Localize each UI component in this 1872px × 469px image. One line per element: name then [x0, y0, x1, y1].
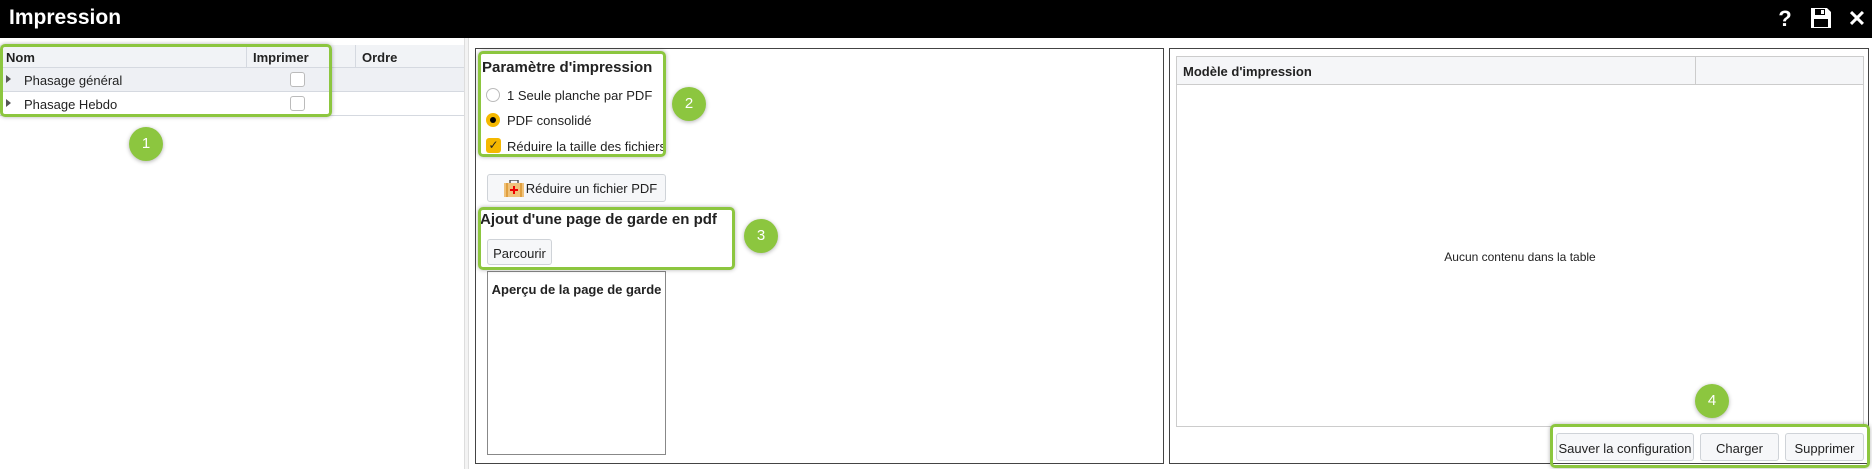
help-icon[interactable]: ? [1778, 6, 1792, 31]
print-settings-title: Paramètre d'impression [482, 59, 653, 76]
column-header-imprimer[interactable]: Imprimer [247, 45, 356, 68]
reduce-size-checkbox[interactable]: ✓ [486, 138, 501, 153]
column-header-nom[interactable]: Nom [0, 45, 247, 68]
browse-button[interactable]: Parcourir [487, 239, 552, 265]
delete-button[interactable]: Supprimer [1785, 433, 1864, 461]
column-header-ordre[interactable]: Ordre [356, 45, 466, 68]
expand-arrow-icon[interactable] [6, 75, 11, 83]
highlight-2 [478, 51, 666, 157]
medkit-icon [504, 180, 524, 197]
row-label: Phasage général [24, 73, 123, 88]
badge-3: 3 [744, 219, 778, 253]
column-header-empty [1696, 57, 1863, 85]
print-checkbox[interactable] [290, 96, 305, 111]
column-header-model[interactable]: Modèle d'impression [1177, 57, 1696, 85]
empty-table-message: Aucun contenu dans la table [1444, 250, 1596, 264]
highlight-3 [478, 207, 735, 270]
radio-consolidated[interactable] [486, 113, 500, 127]
window-title: Impression [9, 6, 122, 29]
close-icon[interactable]: ✕ [1847, 6, 1867, 31]
radio-consolidated-label: PDF consolidé [507, 113, 592, 128]
expand-arrow-icon[interactable] [6, 99, 11, 107]
print-checkbox[interactable] [290, 72, 305, 87]
print-settings-panel: Paramètre d'impression 1 Seule planche p… [475, 48, 1164, 464]
reduce-size-label: Réduire la taille des fichiers [507, 139, 666, 154]
load-button[interactable]: Charger [1700, 433, 1779, 461]
table-row[interactable]: Phasage général [0, 68, 466, 92]
row-label: Phasage Hebdo [24, 97, 118, 112]
print-models-panel: Modèle d'impression Aucun contenu dans l… [1169, 48, 1869, 464]
cover-preview-title: Aperçu de la page de garde [491, 282, 662, 297]
save-config-button[interactable]: Sauver la configuration [1556, 433, 1694, 461]
save-icon[interactable] [1809, 6, 1833, 32]
radio-single-sheet-label: 1 Seule planche par PDF [507, 88, 653, 103]
radio-single-sheet[interactable] [486, 88, 500, 102]
highlight-4 [1550, 424, 1870, 468]
badge-4: 4 [1695, 384, 1729, 418]
tree-table: Nom Imprimer Ordre Phasage général Phasa… [0, 38, 466, 469]
models-table: Modèle d'impression Aucun contenu dans l… [1176, 56, 1864, 427]
reduce-pdf-button[interactable]: Réduire un fichier PDF [487, 174, 666, 202]
badge-1: 1 [129, 127, 163, 161]
panel-splitter[interactable] [464, 38, 469, 469]
reduce-pdf-label: Réduire un fichier PDF [525, 181, 658, 196]
cover-preview: Aperçu de la page de garde [487, 271, 666, 455]
title-bar: Impression ? ✕ [0, 0, 1872, 38]
badge-2: 2 [672, 87, 706, 121]
cover-page-title: Ajout d'une page de garde en pdf [480, 211, 717, 228]
highlight-1 [0, 44, 332, 117]
